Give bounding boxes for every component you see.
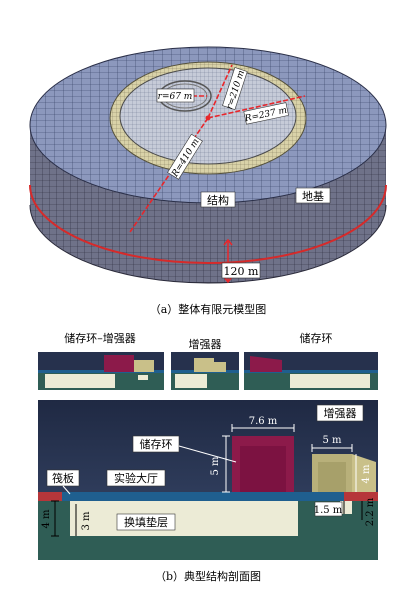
label-h4: 4 m: [361, 464, 372, 484]
label-h5: 5 m: [210, 456, 221, 476]
label-hall: 实验大厅: [114, 471, 158, 485]
label-storage-ring: 储存环: [140, 437, 173, 451]
thumbnail-right: [244, 352, 378, 390]
caption-b: （b）典型结构剖面图: [155, 569, 261, 583]
label-h3: 3 m: [81, 511, 92, 531]
panel-a-model: [29, 46, 387, 284]
label-booster: 增强器: [324, 406, 357, 420]
thumbnail-mid: [171, 352, 239, 390]
label-structure: 结构: [207, 193, 229, 207]
caption-a: （a）整体有限元模型图: [150, 302, 267, 316]
section-main: [38, 400, 378, 560]
label-d22: 2.2 m: [365, 497, 376, 526]
label-r67: r=67 m: [158, 92, 193, 102]
label-h4-left: 4 m: [41, 509, 52, 529]
thumb-label-right: 储存环: [300, 331, 333, 345]
label-w5: 5 m: [322, 435, 342, 446]
label-d15: 1.5 m: [314, 505, 343, 516]
thumb-label-left: 储存环–增强器: [64, 331, 136, 345]
thumb-label-mid: 增强器: [189, 337, 222, 351]
label-w76: 7.6 m: [249, 416, 278, 427]
raft-slab: [62, 492, 344, 501]
fill-layer: [70, 501, 298, 536]
label-raft: 筏板: [52, 471, 74, 485]
label-depth: 120 m: [224, 265, 259, 278]
thumbnail-left: [38, 352, 164, 390]
label-foundation: 地基: [302, 190, 324, 203]
label-fill: 换填垫层: [124, 515, 168, 529]
